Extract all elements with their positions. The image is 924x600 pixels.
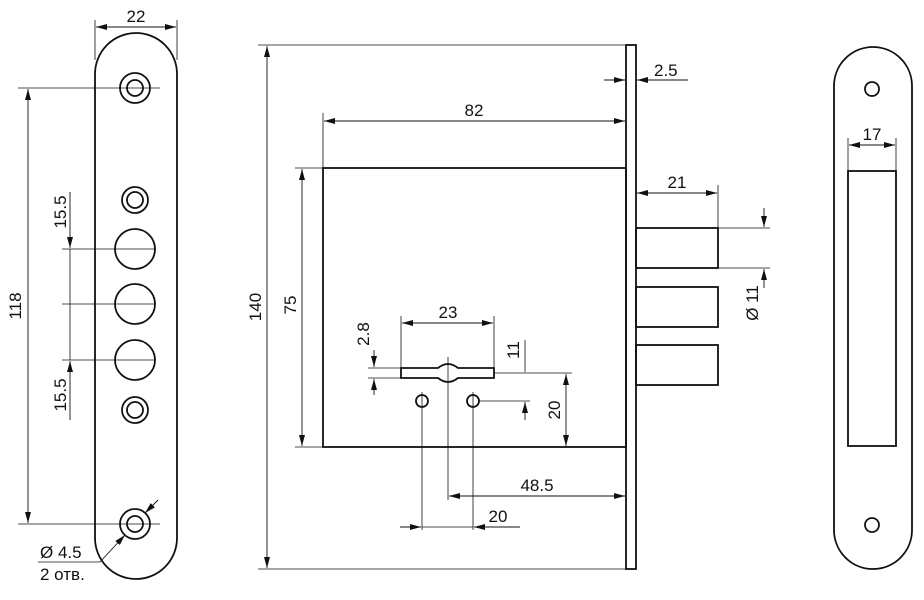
strike-plate-outline [833,46,913,570]
front-plate-upper-ring-outer [121,186,149,214]
dim-lock-height: 140 [246,293,265,321]
lock-faceplate [625,44,637,570]
strike-plate-view: 17 [833,46,913,570]
dim-keyhole-width: 23 [439,303,458,322]
dim-backset: 48.5 [520,476,553,495]
dim-plate-thickness: 2.5 [654,61,678,80]
hole-note-count: 2 отв. [40,565,85,584]
dim-front-plate-spacing-top: 15.5 [51,195,70,228]
lock-bolt-3 [635,344,719,386]
front-plate-view: 22 118 15.5 15.5 Ø 4.5 2 отв. [6,7,178,584]
dim-hole-spacing: 20 [489,507,508,526]
strike-plate-top-hole [864,81,880,97]
front-plate-lower-ring-inner [126,401,144,419]
hole-note-diameter: Ø 4.5 [40,543,82,562]
dim-case-width: 82 [465,101,484,120]
dim-bolt-diameter: Ø 11 [743,285,762,321]
strike-plate-bottom-hole [864,517,880,533]
dim-keyhole-offset: 11 [504,341,523,359]
dim-strike-window-width: 17 [863,125,882,144]
lock-bolt-2 [635,286,719,328]
dim-keyhole-to-bottom: 20 [545,401,564,420]
front-plate-upper-ring-inner [126,191,144,209]
dim-case-height: 75 [281,296,300,315]
keyhole-slot [400,363,495,383]
dim-bolt-throw: 21 [668,173,687,192]
dim-front-plate-spacing-bottom: 15.5 [51,378,70,411]
dim-front-plate-length: 118 [6,292,25,319]
dim-keyhole-height: 2.8 [354,322,373,346]
dim-front-plate-width: 22 [127,7,146,26]
lock-case [322,167,627,448]
front-plate-outline [94,32,178,580]
strike-plate-window [847,170,897,447]
lock-bolt-1 [635,227,719,269]
front-plate-lower-ring-outer [121,396,149,424]
lock-body-view: 140 82 75 2.5 21 Ø 11 23 2.8 [246,44,770,570]
